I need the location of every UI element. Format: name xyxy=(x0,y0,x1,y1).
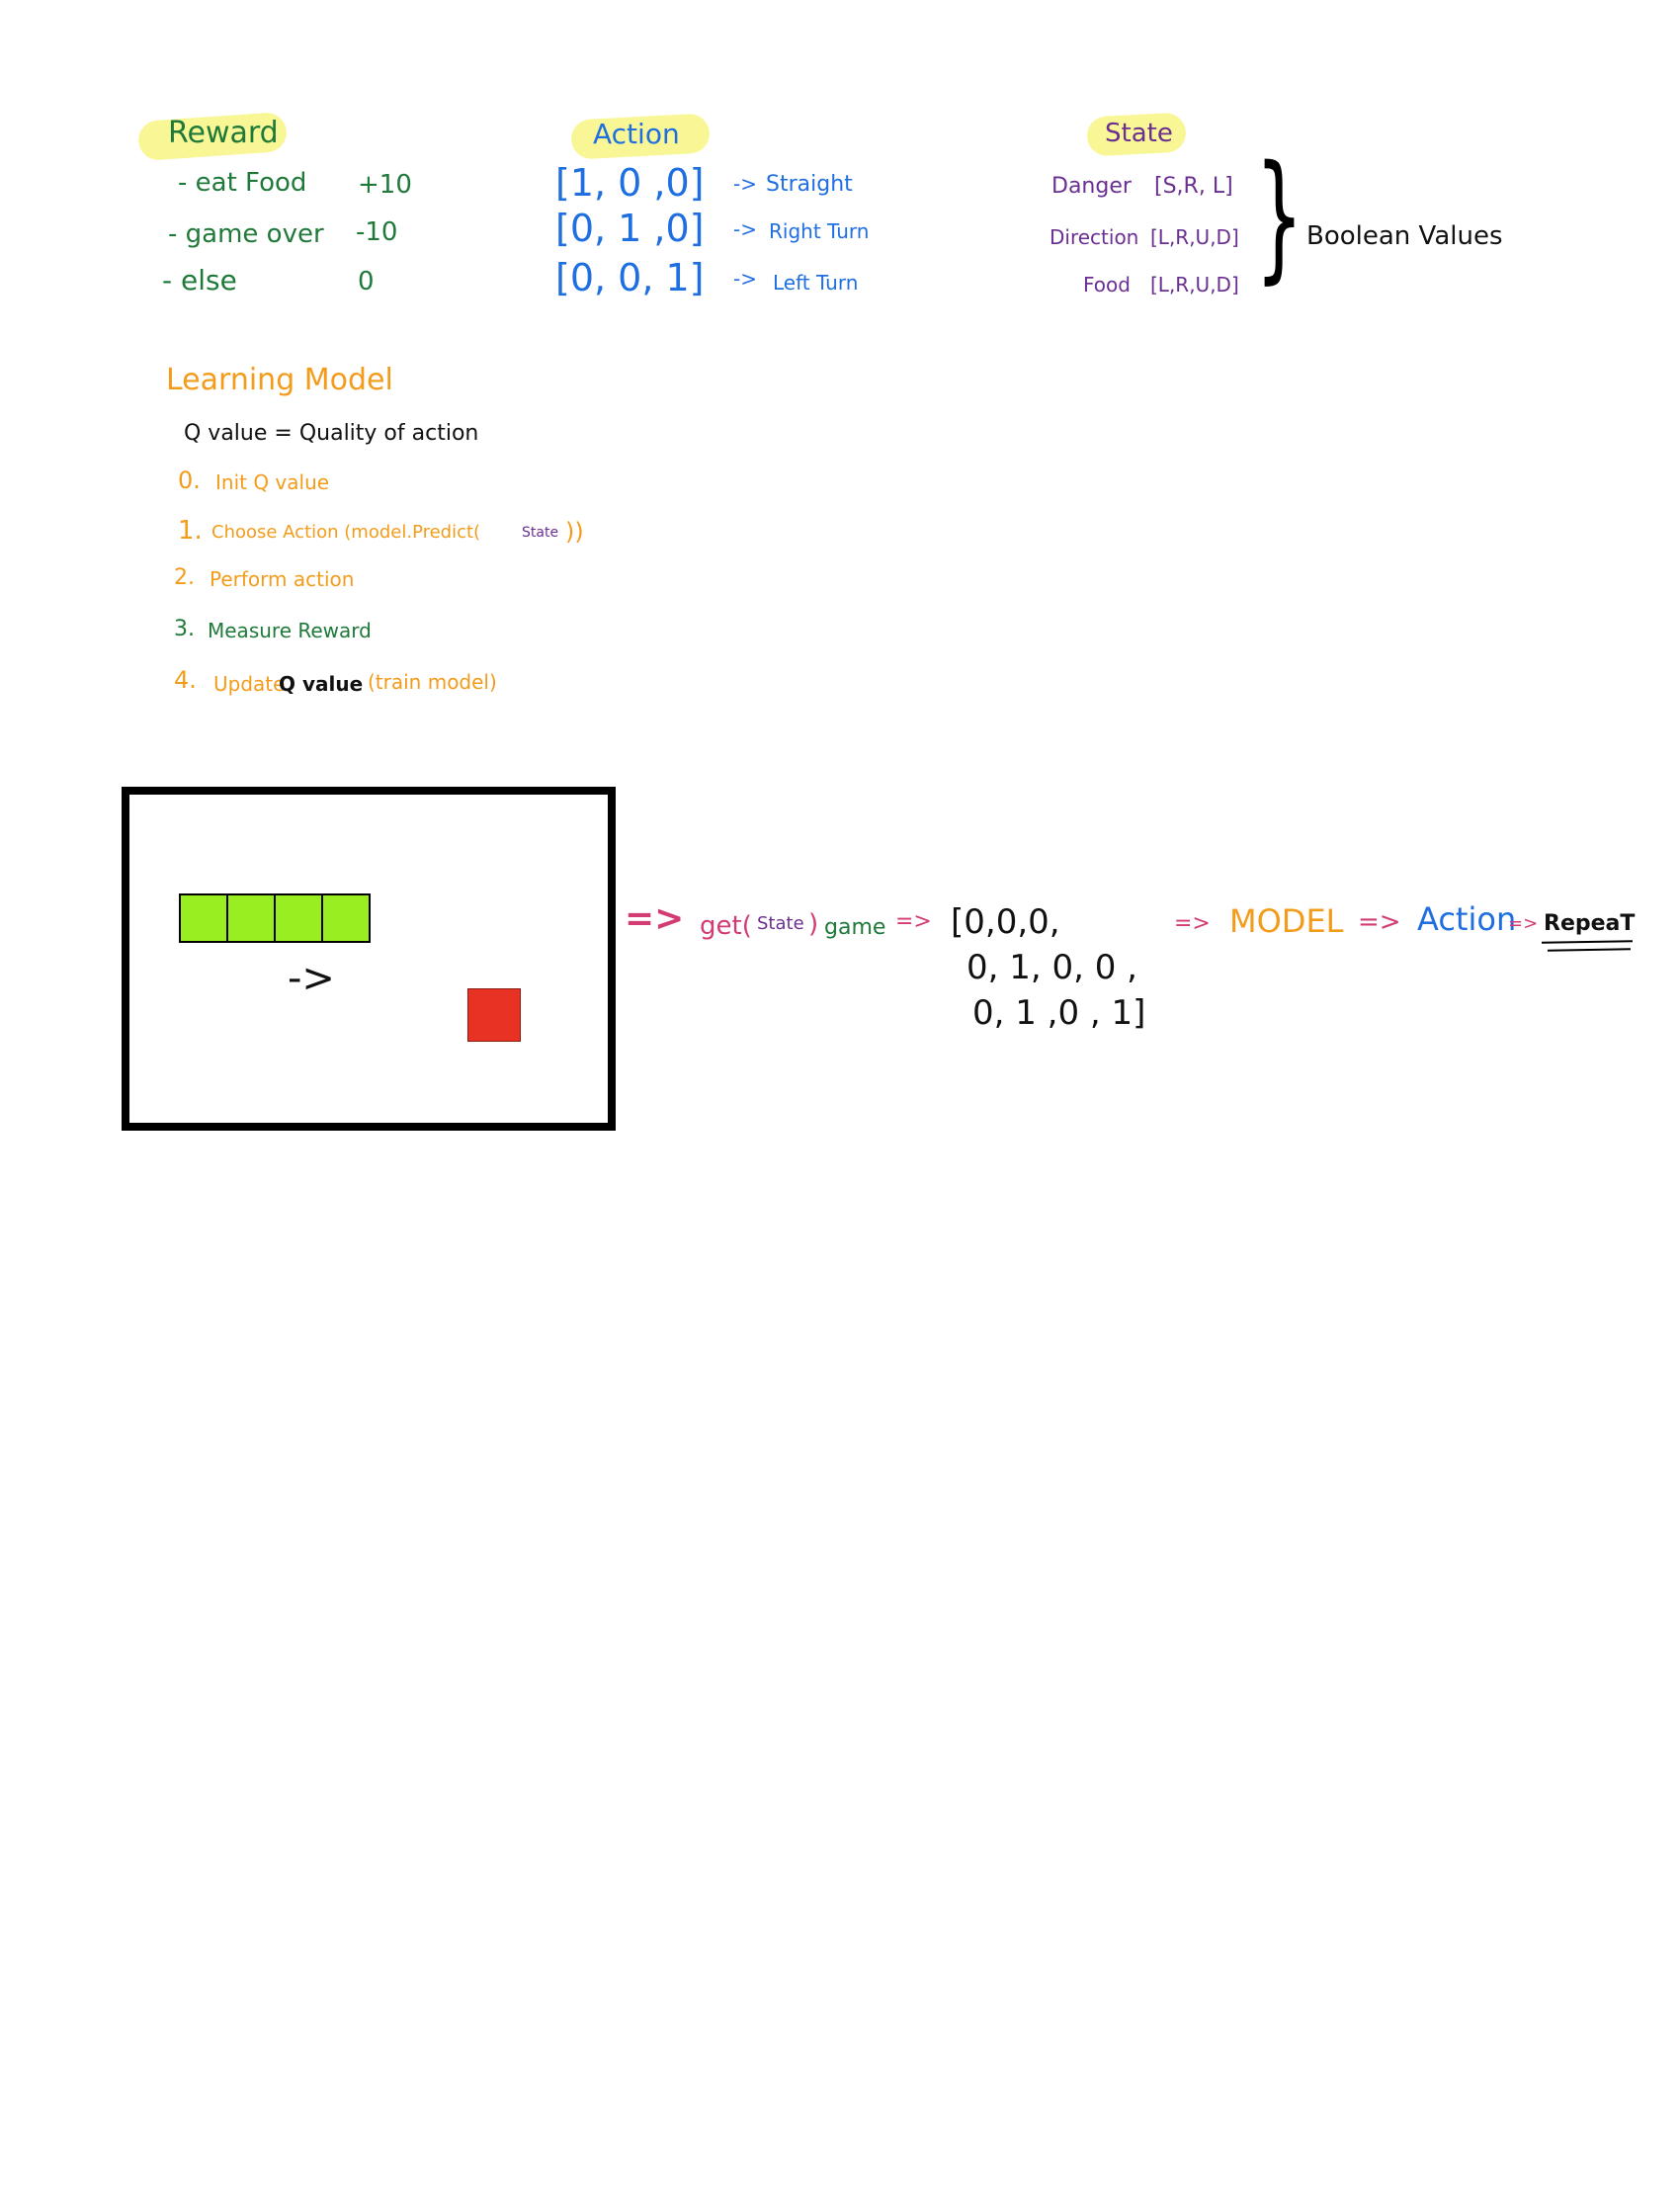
action-vector: [0, 1 ,0] xyxy=(555,207,705,250)
game-board: -> xyxy=(122,787,616,1131)
state-row-label: Danger xyxy=(1051,174,1132,199)
reward-row-label: - else xyxy=(162,264,237,297)
learning-step-num: 1. xyxy=(178,516,203,546)
learning-step-text: Measure Reward xyxy=(208,619,372,642)
reward-row-value: -10 xyxy=(356,217,398,247)
learning-step-text: Init Q value xyxy=(215,470,330,494)
action-label: Left Turn xyxy=(773,271,859,295)
flow-arrow: => xyxy=(895,909,932,934)
action-arrow: -> xyxy=(733,267,757,291)
reward-row-value: +10 xyxy=(358,170,412,200)
state-row-values: [S,R, L] xyxy=(1154,174,1233,199)
reward-row-value: 0 xyxy=(358,267,375,297)
food-square xyxy=(467,988,521,1042)
learning-step-text: Update xyxy=(213,672,286,696)
game-label: game xyxy=(824,915,886,940)
model-label: MODEL xyxy=(1229,902,1344,940)
repeat-label: RepeaT xyxy=(1544,911,1636,936)
state-vector-line: [0,0,0, xyxy=(951,902,1060,942)
snake-segment xyxy=(274,893,323,943)
flow-arrow: => xyxy=(1358,907,1401,937)
learning-step-end: (train model) xyxy=(368,670,497,694)
q-value-definition: Q value = Quality of action xyxy=(184,421,479,446)
action-vector: [0, 0, 1] xyxy=(555,256,705,299)
get-label: get( xyxy=(700,911,752,941)
reward-row-label: - eat Food xyxy=(178,168,307,198)
action-label: Right Turn xyxy=(769,219,870,243)
flow-arrow: => xyxy=(1508,913,1539,934)
curly-brace-icon: } xyxy=(1255,136,1303,297)
action-vector: [1, 0 ,0] xyxy=(555,161,705,205)
state-row-label: Food xyxy=(1083,273,1131,297)
direction-arrow-icon: -> xyxy=(288,956,335,1001)
learning-step-end: )) xyxy=(565,518,584,546)
state-title: State xyxy=(1105,119,1173,148)
snake-segment xyxy=(226,893,276,943)
reward-row-label: - game over xyxy=(168,219,324,249)
action-label: Straight xyxy=(766,172,853,197)
learning-step-num: 4. xyxy=(174,666,197,694)
snake-segment xyxy=(179,893,228,943)
repeat-underline xyxy=(1547,948,1632,952)
get-close-label: ) xyxy=(808,909,819,939)
action-arrow: -> xyxy=(733,172,757,196)
state-vector-line: 0, 1 ,0 , 1] xyxy=(972,993,1146,1033)
repeat-underline xyxy=(1541,940,1634,944)
learning-step-num: 2. xyxy=(174,565,195,590)
flow-arrow: => xyxy=(1174,911,1211,936)
learning-step-text: Perform action xyxy=(210,567,355,591)
learning-step-q: Q value xyxy=(279,672,364,696)
learning-step-num: 3. xyxy=(174,617,195,641)
action-title: Action xyxy=(593,118,680,150)
action-arrow: -> xyxy=(733,217,757,241)
state-row-label: Direction xyxy=(1050,225,1139,249)
learning-title: Learning Model xyxy=(166,363,393,397)
action-flow-label: Action xyxy=(1417,900,1517,938)
reward-title: Reward xyxy=(168,116,279,150)
boolean-values-label: Boolean Values xyxy=(1306,221,1503,251)
state-row-values: [L,R,U,D] xyxy=(1150,225,1239,249)
flow-arrow: => xyxy=(625,898,685,939)
state-row-values: [L,R,U,D] xyxy=(1150,273,1239,297)
learning-step-text: Choose Action (model.Predict( xyxy=(211,522,481,543)
get-state-label: State xyxy=(757,913,804,934)
state-vector-line: 0, 1, 0, 0 , xyxy=(966,948,1137,987)
learning-step-state: State xyxy=(522,525,559,541)
learning-step-num: 0. xyxy=(178,467,201,494)
snake-segment xyxy=(321,893,371,943)
